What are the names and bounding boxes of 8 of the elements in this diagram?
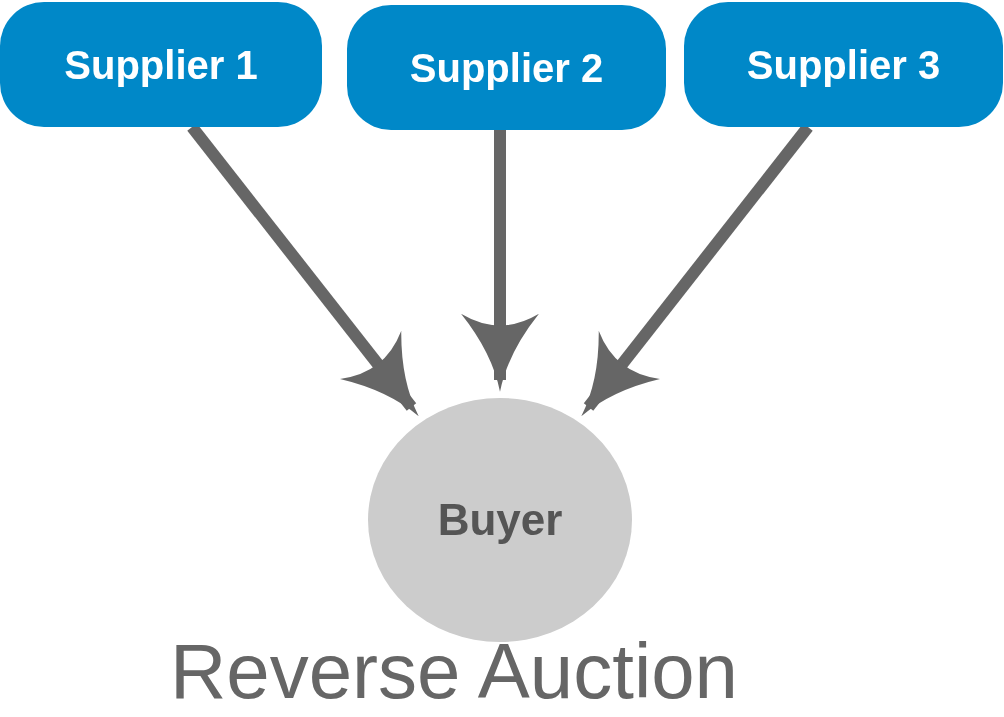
supplier-box: [0, 2, 322, 127]
supplier-box: [347, 5, 666, 130]
supplier-box: [684, 2, 1003, 127]
node-label: Supplier 2: [409, 44, 604, 92]
node-label: Buyer: [437, 494, 563, 546]
node-label: Supplier 3: [746, 41, 941, 89]
diagram-title: Reverse Auction: [170, 632, 738, 710]
node-label: Supplier 1: [64, 41, 258, 89]
